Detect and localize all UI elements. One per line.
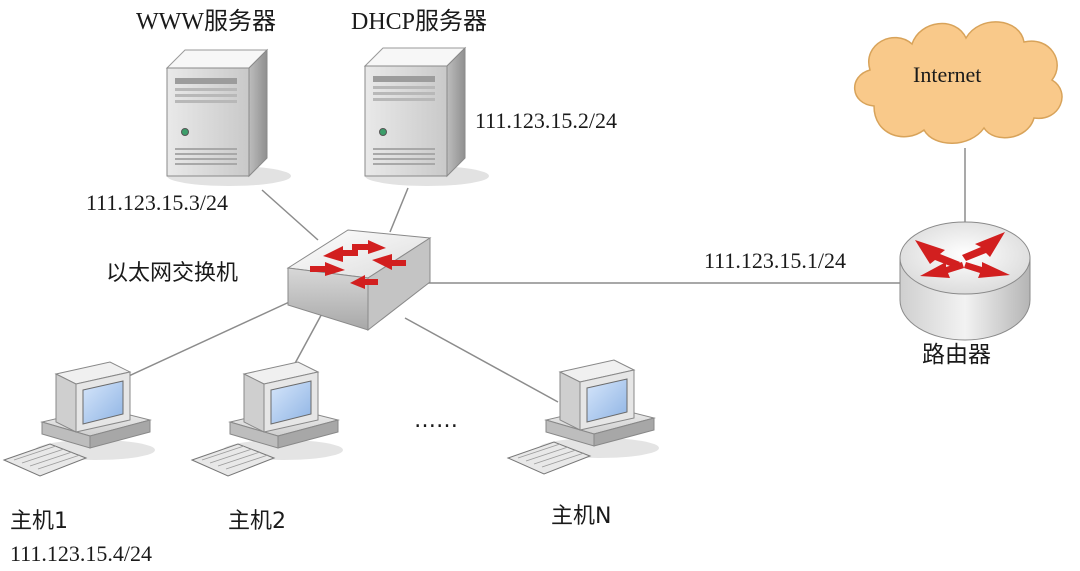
router-label: 路由器	[922, 342, 991, 368]
hostN-label: 主机N	[551, 504, 612, 529]
host2-computer-icon	[190, 361, 343, 477]
link-dhcp-switch	[389, 187, 409, 233]
link-switch-host1	[117, 297, 299, 382]
dhcp-server-label: DHCP服务器	[351, 9, 488, 35]
www-server-label: WWW服务器	[136, 9, 276, 35]
hostN-computer-icon	[506, 359, 659, 475]
link-switch-hostN	[404, 317, 559, 403]
dhcp-server-ip: 111.123.15.2/24	[475, 108, 617, 133]
ethernet-switch-icon	[286, 229, 432, 332]
host2-label: 主机2	[228, 509, 286, 534]
switch-label: 以太网交换机	[106, 261, 239, 286]
www-server-ip: 111.123.15.3/24	[86, 190, 228, 215]
link-www-switch	[261, 189, 319, 241]
www-server-icon	[165, 48, 291, 186]
ellipsis-label: ……	[414, 408, 458, 433]
router-ip: 111.123.15.1/24	[704, 248, 846, 273]
host1-ip: 111.123.15.4/24	[10, 541, 152, 566]
internet-label: Internet	[913, 62, 982, 87]
host1-computer-icon	[2, 361, 155, 477]
dhcp-server-icon	[363, 46, 489, 186]
connection-lines	[117, 148, 966, 403]
internet-cloud-icon	[853, 21, 1063, 144]
host1-label: 主机1	[10, 509, 68, 534]
router-icon	[899, 221, 1031, 341]
